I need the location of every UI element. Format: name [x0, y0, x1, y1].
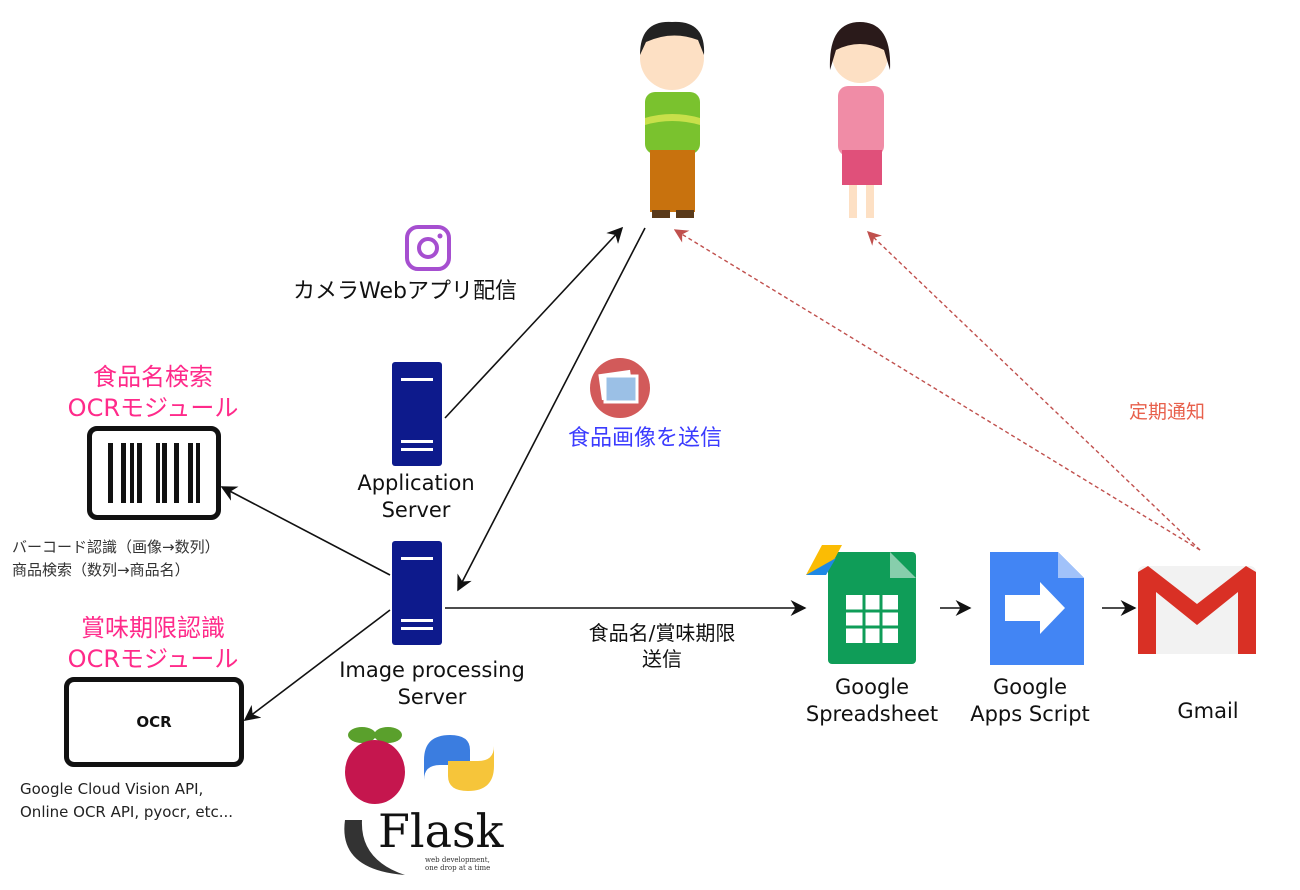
gmail-icon: [1138, 566, 1256, 654]
user-boy-icon: [640, 21, 705, 218]
label-line: Online OCR API, pyocr, etc...: [20, 803, 234, 822]
barcode-module-title: 食品名検索 OCRモジュール: [68, 362, 239, 424]
label-line: one drop at a time: [425, 864, 491, 873]
image-server-icon: [392, 541, 442, 645]
camera-app-label: カメラWebアプリ配信: [293, 279, 517, 304]
ocr-module-title: 賞味期限認識 OCRモジュール: [68, 613, 239, 675]
label-line: Server: [381, 498, 451, 523]
label-line: Apps Script: [970, 702, 1090, 727]
google-spreadsheet-icon: [806, 545, 916, 664]
flask-tagline: web development,one drop at a time: [425, 856, 490, 873]
arrow-to-barcode: [220, 486, 391, 576]
raspberry-pi-logo: [345, 727, 405, 804]
send-data-label: 食品名/賞味期限送信: [589, 620, 736, 672]
photo-icon: [590, 358, 650, 418]
label-line: Google: [834, 675, 910, 699]
label-line: 食品名/賞味期限: [588, 621, 736, 645]
label-line: 賞味期限認識: [81, 614, 225, 642]
ocr-box: OCR: [64, 677, 244, 767]
label-line: Google Cloud Vision API,: [20, 780, 204, 798]
flask-horn-icon: [344, 820, 405, 875]
notify-arrow-boy: [673, 229, 1201, 551]
notify-label: 定期通知: [1128, 401, 1206, 423]
flask-logo-text: Flask: [378, 804, 504, 858]
label-line: バーコード認識（画像→数列）: [12, 538, 220, 556]
label-line: 送信: [642, 647, 682, 671]
label-line: Server: [397, 685, 467, 710]
label-line: OCRモジュール: [67, 645, 239, 674]
label-line: web development,: [425, 856, 490, 864]
google-apps-script-icon: [990, 552, 1084, 665]
gmail-label: Gmail: [1177, 699, 1239, 723]
label-line: 商品検索（数列→商品名）: [12, 561, 190, 580]
barcode-caption: バーコード認識（画像→数列） 商品検索（数列→商品名）: [12, 536, 220, 583]
user-girl-icon: [829, 22, 891, 218]
label-line: Image processing: [339, 658, 525, 682]
ocr-caption: Google Cloud Vision API, Online OCR API, …: [20, 778, 233, 825]
arrow-app-to-user: [444, 226, 624, 419]
label-line: 食品名検索: [93, 363, 213, 391]
label-line: Google: [992, 675, 1068, 699]
arrow-user-to-image-server: [457, 227, 646, 592]
arrow-to-ocr: [243, 609, 391, 721]
label-line: Application: [357, 471, 475, 495]
barcode-icon: [87, 426, 221, 520]
send-image-label: 食品画像を送信: [567, 426, 723, 451]
label-line: Spreadsheet: [805, 702, 939, 727]
notify-arrow-girl: [866, 231, 1201, 551]
application-server-icon: [392, 362, 442, 466]
python-logo: [424, 735, 494, 791]
instagram-icon: [405, 225, 451, 271]
label-line: OCRモジュール: [67, 394, 239, 423]
